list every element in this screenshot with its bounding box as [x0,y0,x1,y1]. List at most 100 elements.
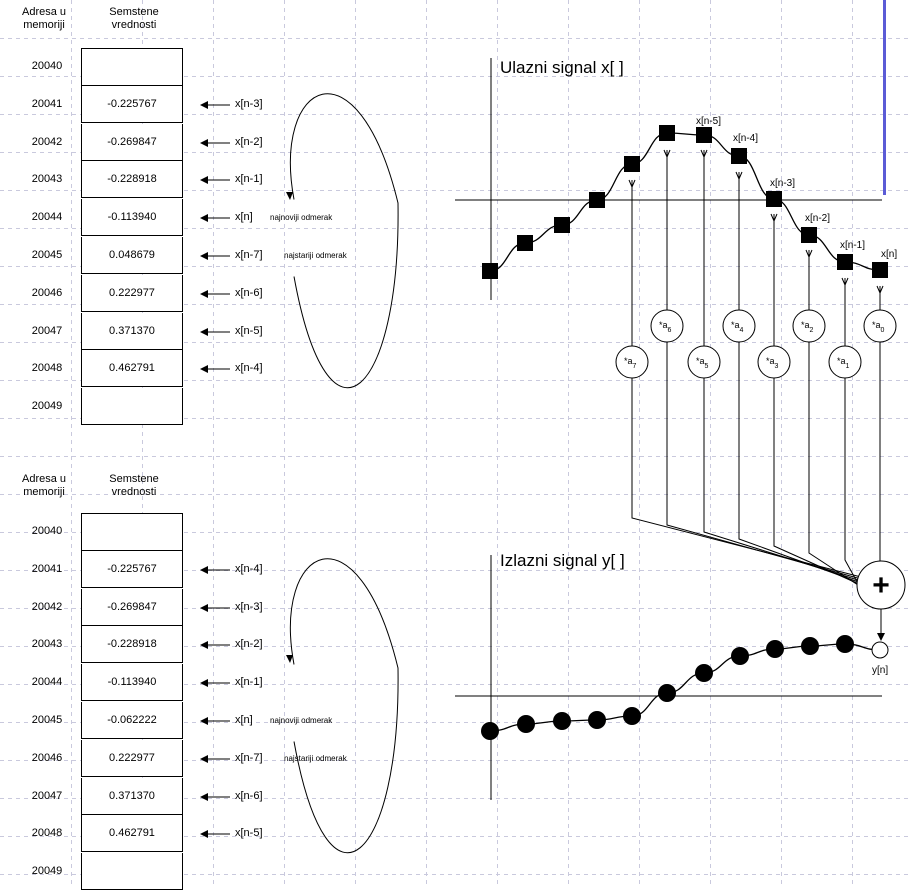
grid-line-h [0,418,908,419]
output-sample-marker [553,712,571,730]
address-cell: 20040 [31,525,63,537]
output-sample-current [871,641,889,659]
sum-input-line [844,378,862,590]
grid-line-h [0,76,908,77]
grid-line-h [0,570,908,571]
grid-line-h [0,380,908,381]
grid-line-h [0,646,908,647]
input-sample-marker [837,254,853,270]
value-cell: 0.462791 [81,815,183,853]
address-cell: 20042 [31,135,63,148]
address-cell: 20040 [31,60,63,72]
tap-arrowhead-icon [735,171,743,181]
output-arrowhead-icon [877,633,885,641]
output-sample-label: y[n] [872,665,888,676]
output-signal-title: Izlazni signal y[ ] [500,551,625,570]
input-sample-marker [872,262,888,278]
grid-line-h [0,304,908,305]
grid-line-h [0,874,908,875]
pointer-label: x[n-1] [235,676,263,689]
value-cell: -0.225767 [81,85,183,123]
pointer-arrow-icon [200,287,230,305]
output-sample-marker [695,664,713,682]
address-cell: 20049 [31,400,63,413]
pointer-arrow-icon [200,790,230,808]
address-cell: 20046 [31,751,63,764]
address-cell: 20044 [31,211,63,224]
grid-line-v [710,0,711,885]
value-cell [81,513,183,551]
value-cell: -0.269847 [81,588,183,626]
oval-arrowhead-icon [286,192,293,200]
pointer-arrow-icon [200,211,230,229]
pointer-label: x[n-5] [235,827,263,840]
sum-input-line [738,342,862,584]
grid-line-h [0,722,908,723]
grid-line-v [568,0,569,885]
value-cell: 0.222977 [81,739,183,777]
sum-input-line [860,342,881,592]
address-cell: 20048 [31,827,63,840]
input-sample-marker [517,235,533,251]
grid-line-h [0,456,908,457]
grid-line-h [0,836,908,837]
pointer-label: x[n-7] [235,249,263,261]
pointer-arrow-icon [200,714,230,732]
pointer-arrow-icon [200,173,230,191]
circular-buffer-oval-top [289,93,399,389]
output-sample-marker [623,707,641,725]
address-cell: 20041 [31,97,63,110]
grid-line-h [0,152,908,153]
sum-input-line [703,378,862,582]
address-cell: 20045 [31,249,63,261]
pointer-label: x[n-5] [235,324,263,337]
value-cell: -0.269847 [81,123,183,161]
grid-line-h [0,190,908,191]
address-cell: 20049 [31,865,63,878]
sample-note: najnoviji odmerak [270,716,333,725]
input-sample-marker [659,125,675,141]
grid-line-h [0,684,908,685]
value-cell: -0.228918 [81,626,183,664]
sample-label: x[n-2] [805,213,830,224]
input-sample-marker [624,156,640,172]
pointer-label: x[n-7] [235,751,263,764]
pointer-arrow-icon [200,638,230,656]
input-sample-marker [696,127,712,143]
value-cell: -0.228918 [81,161,183,199]
grid-line-h [0,114,908,115]
grid-line-v [852,0,853,885]
pointer-arrow-icon [200,136,230,154]
oval-arrowhead-icon [286,655,293,663]
grid-line-h [0,38,908,39]
value-cell: 0.462791 [81,350,183,388]
value-cell: 0.222977 [81,274,183,312]
grid-line-h [0,798,908,799]
grid-line-h [0,494,908,495]
pointer-label: x[n-2] [235,135,263,148]
plus-icon: + [872,569,890,602]
pointer-arrow-icon [200,98,230,116]
sample-label: x[n-5] [696,116,721,127]
output-sample-marker [481,722,499,740]
address-cell: 20041 [31,562,63,575]
output-sample-marker [836,635,854,653]
header-address: Adresa u memoriji [21,473,67,498]
pointer-label: x[n-6] [235,789,263,802]
header-address: Adresa u memoriji [21,6,67,31]
pointer-arrow-icon [200,563,230,581]
pointer-label: x[n-3] [235,600,263,613]
value-cell [81,388,183,426]
value-cell: -0.225767 [81,550,183,588]
pointer-label: x[n] [235,211,253,224]
sample-note: najnoviji odmerak [270,213,333,223]
input-signal-title: Ulazni signal x[ ] [500,58,624,77]
output-sample-marker [801,637,819,655]
address-cell: 20043 [31,638,63,651]
grid-line-h [0,760,908,761]
output-sample-marker [517,715,535,733]
address-cell: 20043 [31,173,63,186]
grid-line-v [142,0,143,885]
pointer-arrow-icon [200,249,230,267]
